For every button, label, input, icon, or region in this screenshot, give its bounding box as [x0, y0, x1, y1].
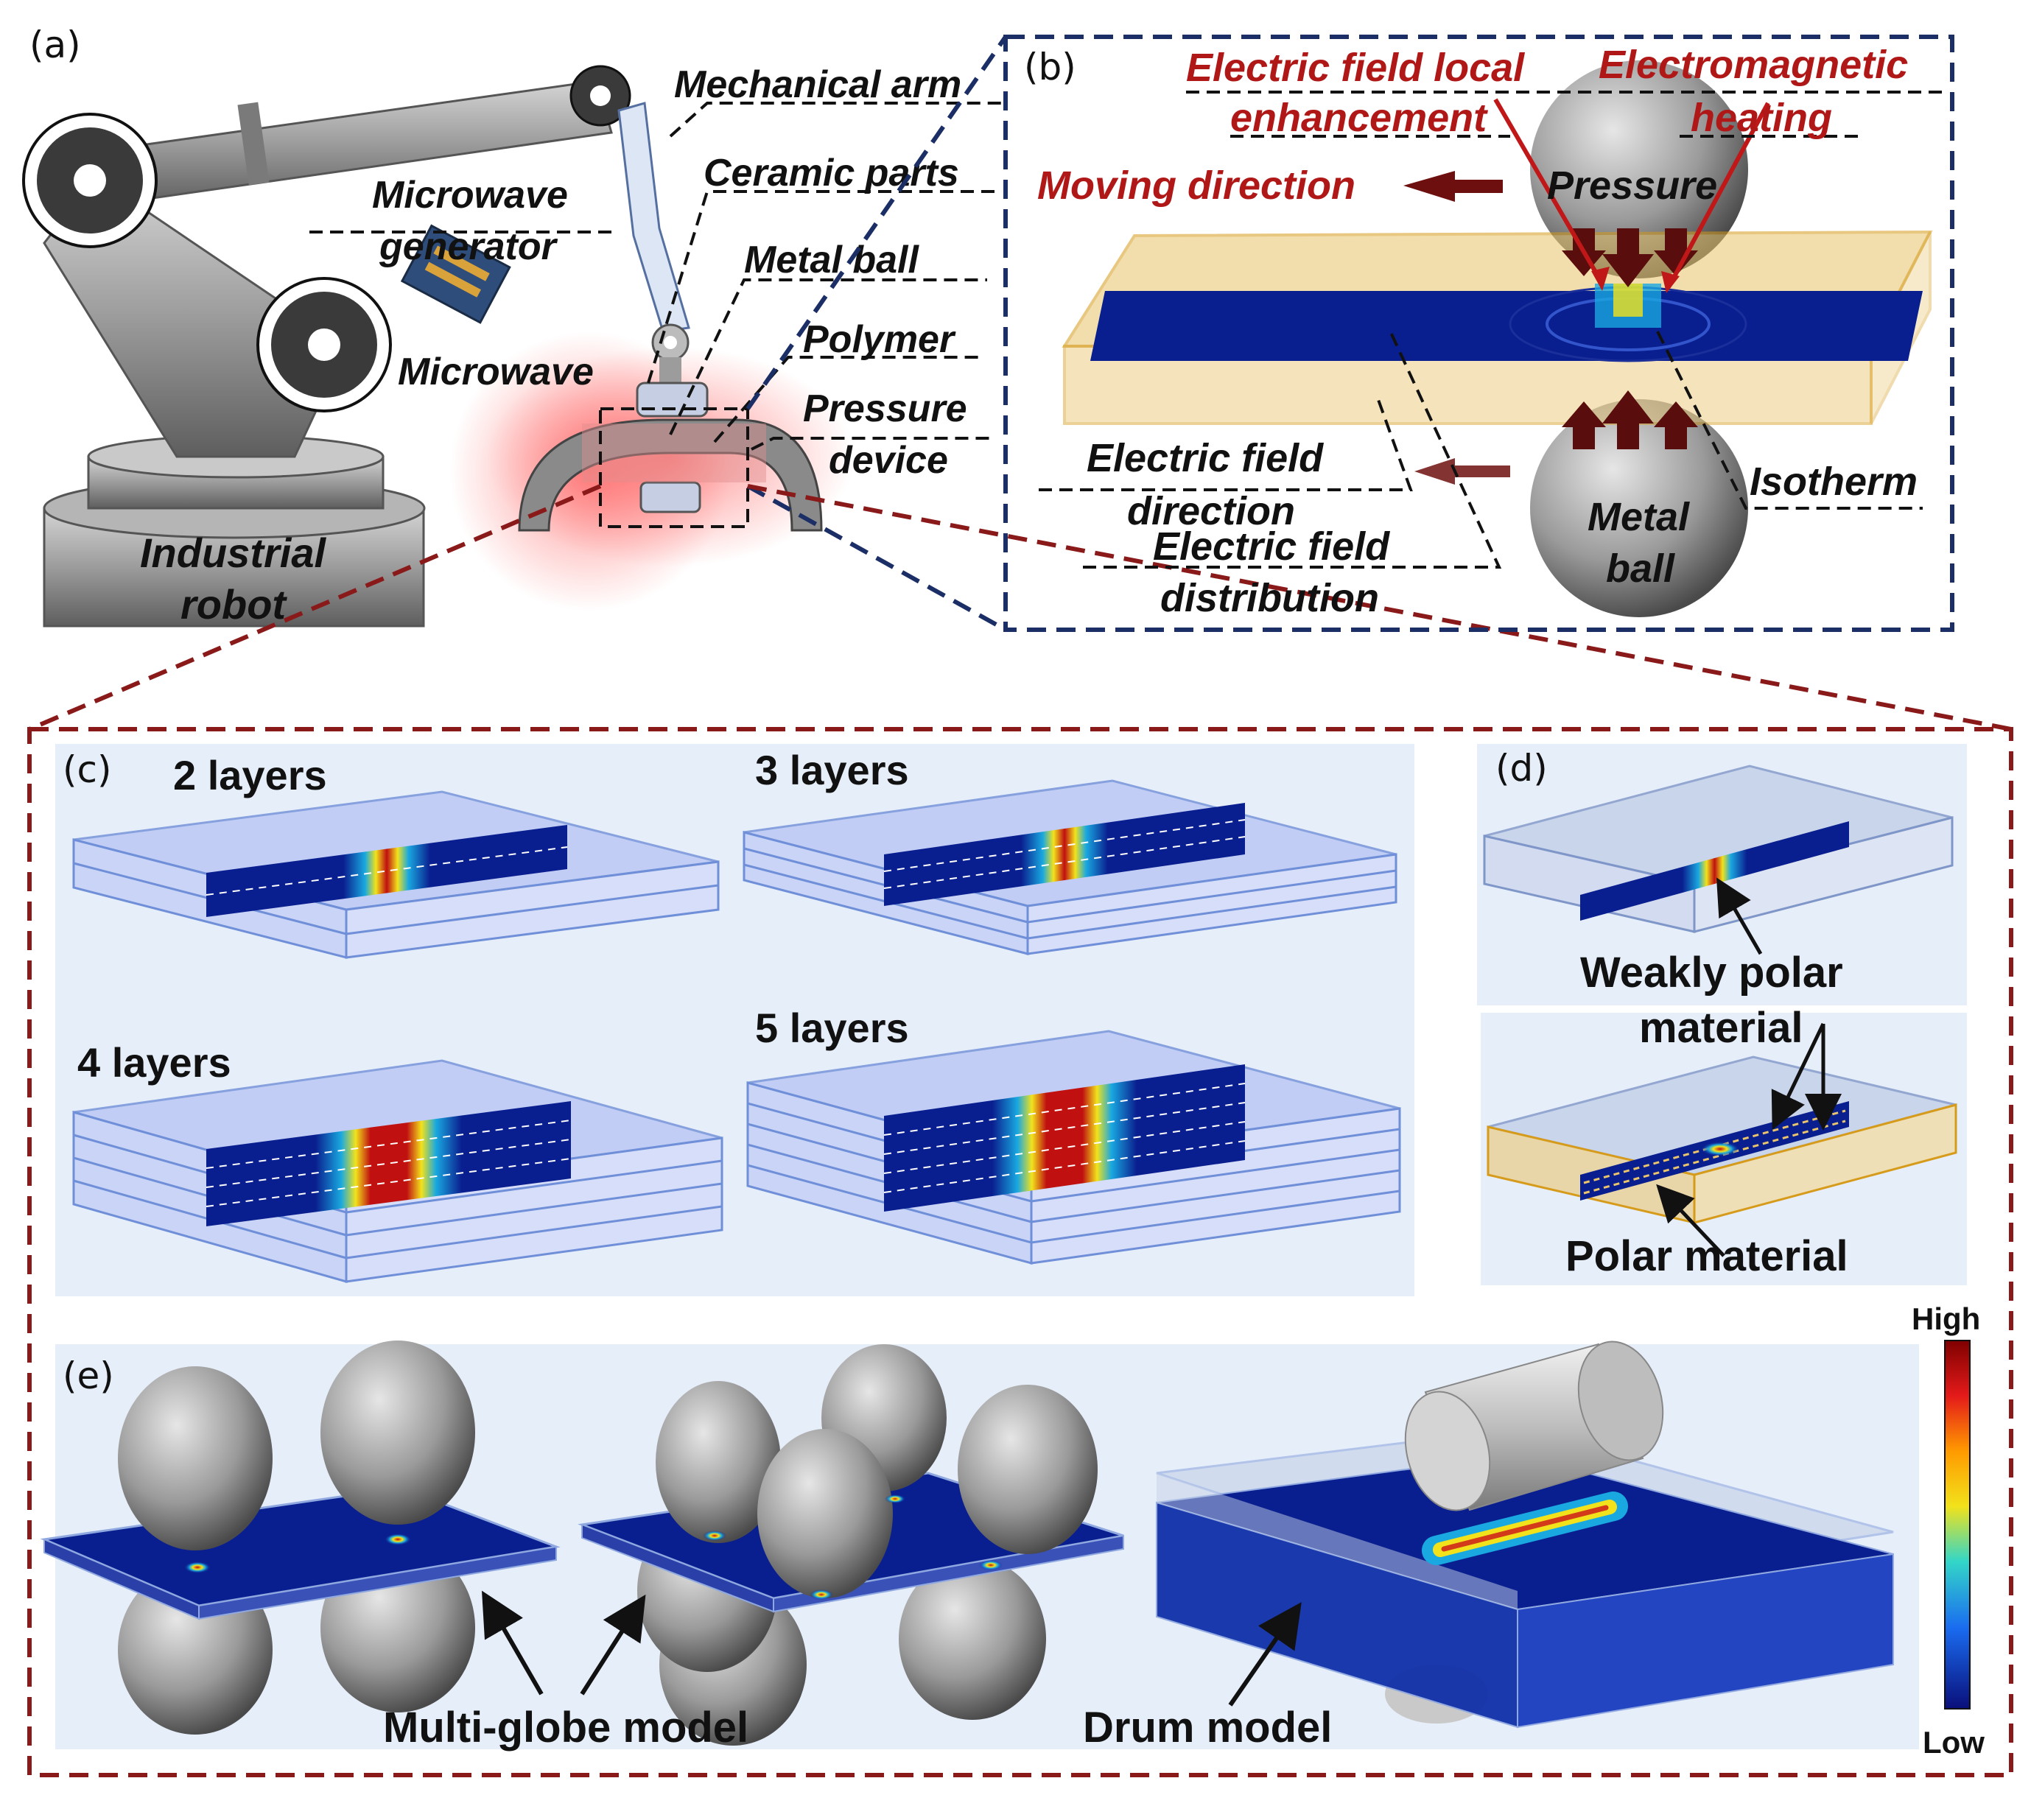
- label-polar-material: Polar material: [1565, 1232, 1848, 1280]
- panel-b-frame: [1003, 35, 1954, 632]
- label-ceramic-parts: Ceramic parts: [704, 152, 959, 194]
- label-weakly-polar-2: material: [1639, 1004, 1803, 1052]
- zoom-line-e-right: [747, 484, 2012, 731]
- stack-3-layers: [743, 779, 1397, 955]
- panel-b: (b): [1003, 35, 1954, 632]
- leader-polymer: [713, 356, 980, 443]
- field-direction-arrow: [1414, 458, 1510, 485]
- label-ef-distribution-2: distribution: [1160, 576, 1379, 620]
- label-microwave-generator-2: generator: [379, 225, 558, 268]
- colorbar-high-label: High: [1912, 1301, 1980, 1336]
- zoom-line-b-bottom: [746, 484, 1007, 632]
- panel-cde-frame: [27, 727, 2013, 1777]
- label-microwave: Microwave: [398, 351, 594, 393]
- label-weakly-polar-1: Weakly polar: [1580, 949, 1843, 997]
- label-emh-2: heating: [1691, 96, 1832, 140]
- label-2-layers: 2 layers: [173, 752, 327, 798]
- weakly-polar-strip: [1580, 821, 1849, 921]
- panel-a-tag: (a): [29, 24, 81, 66]
- moving-direction-arrow: [1403, 171, 1503, 202]
- label-emh-1: Electromagnetic: [1599, 43, 1908, 87]
- label-multi-globe: Multi-globe model: [383, 1704, 748, 1752]
- label-metal-ball-b-2: ball: [1606, 547, 1675, 591]
- label-5-layers: 5 layers: [755, 1005, 909, 1051]
- leader-ceramic-parts: [647, 190, 1002, 384]
- leader-mechanical-arm: [669, 102, 1002, 138]
- label-pressure-device-1: Pressure: [803, 387, 967, 430]
- label-industrial-robot-2: robot: [180, 581, 287, 628]
- label-3-layers: 3 layers: [755, 747, 909, 793]
- industrial-robot: [22, 65, 823, 628]
- panel-a: (a): [22, 24, 1002, 628]
- drum-model: [1156, 1341, 1894, 1729]
- label-polymer: Polymer: [803, 318, 956, 361]
- leader-metal-ball: [669, 278, 987, 435]
- label-metal-ball-b-1: Metal: [1588, 495, 1690, 539]
- stack-2-layers: [72, 790, 720, 959]
- stack-5-layers: [746, 1030, 1401, 1265]
- panel-e: (e): [40, 1341, 1919, 1752]
- label-ef-direction-1: Electric field: [1087, 436, 1324, 480]
- label-moving-direction: Moving direction: [1037, 164, 1355, 208]
- ceramic-field-strip: [1090, 291, 1923, 361]
- label-isotherm: Isotherm: [1750, 460, 1918, 504]
- colorbar-gradient: [1944, 1340, 1971, 1710]
- label-efl-2: enhancement: [1230, 96, 1488, 140]
- zoom-box-a: [599, 407, 749, 528]
- panel-b-tag: (b): [1024, 46, 1076, 88]
- leader-pressure-device: [751, 437, 995, 451]
- panel-c: (c) 2 layers 3 layers: [55, 744, 1414, 1296]
- colorbar-low-label: Low: [1923, 1725, 1985, 1760]
- panel-d: (d) Weakly polar material Polar material: [1477, 744, 1967, 1285]
- label-pressure: Pressure: [1547, 164, 1717, 208]
- pressure-ball: [1530, 60, 1748, 278]
- label-4-layers: 4 layers: [77, 1039, 231, 1086]
- stack-4-layers: [72, 1059, 723, 1283]
- multi-globe-6ball: [578, 1344, 1124, 1746]
- label-microwave-generator-1: Microwave: [372, 174, 568, 217]
- microwave-glow-2: [486, 346, 855, 567]
- zoom-line-e-left: [28, 484, 602, 731]
- label-drum: Drum model: [1083, 1704, 1332, 1752]
- panel-e-tag: (e): [63, 1355, 114, 1397]
- label-metal-ball: Metal ball: [744, 239, 919, 281]
- colorbar: High Low: [1912, 1301, 1985, 1760]
- label-pressure-device-2: device: [829, 439, 948, 482]
- label-mechanical-arm: Mechanical arm: [674, 63, 961, 106]
- panel-c-tag: (c): [63, 748, 112, 791]
- metal-ball: [1530, 399, 1748, 617]
- panel-d-tag: (d): [1495, 747, 1548, 790]
- zoom-line-b-top: [746, 35, 1008, 410]
- label-efl-1: Electric field local: [1186, 46, 1525, 90]
- label-ef-direction-2: direction: [1127, 489, 1295, 533]
- label-ef-distribution-1: Electric field: [1153, 524, 1390, 569]
- multi-globe-2ball: [40, 1341, 561, 1735]
- label-industrial-robot-1: Industrial: [140, 530, 326, 576]
